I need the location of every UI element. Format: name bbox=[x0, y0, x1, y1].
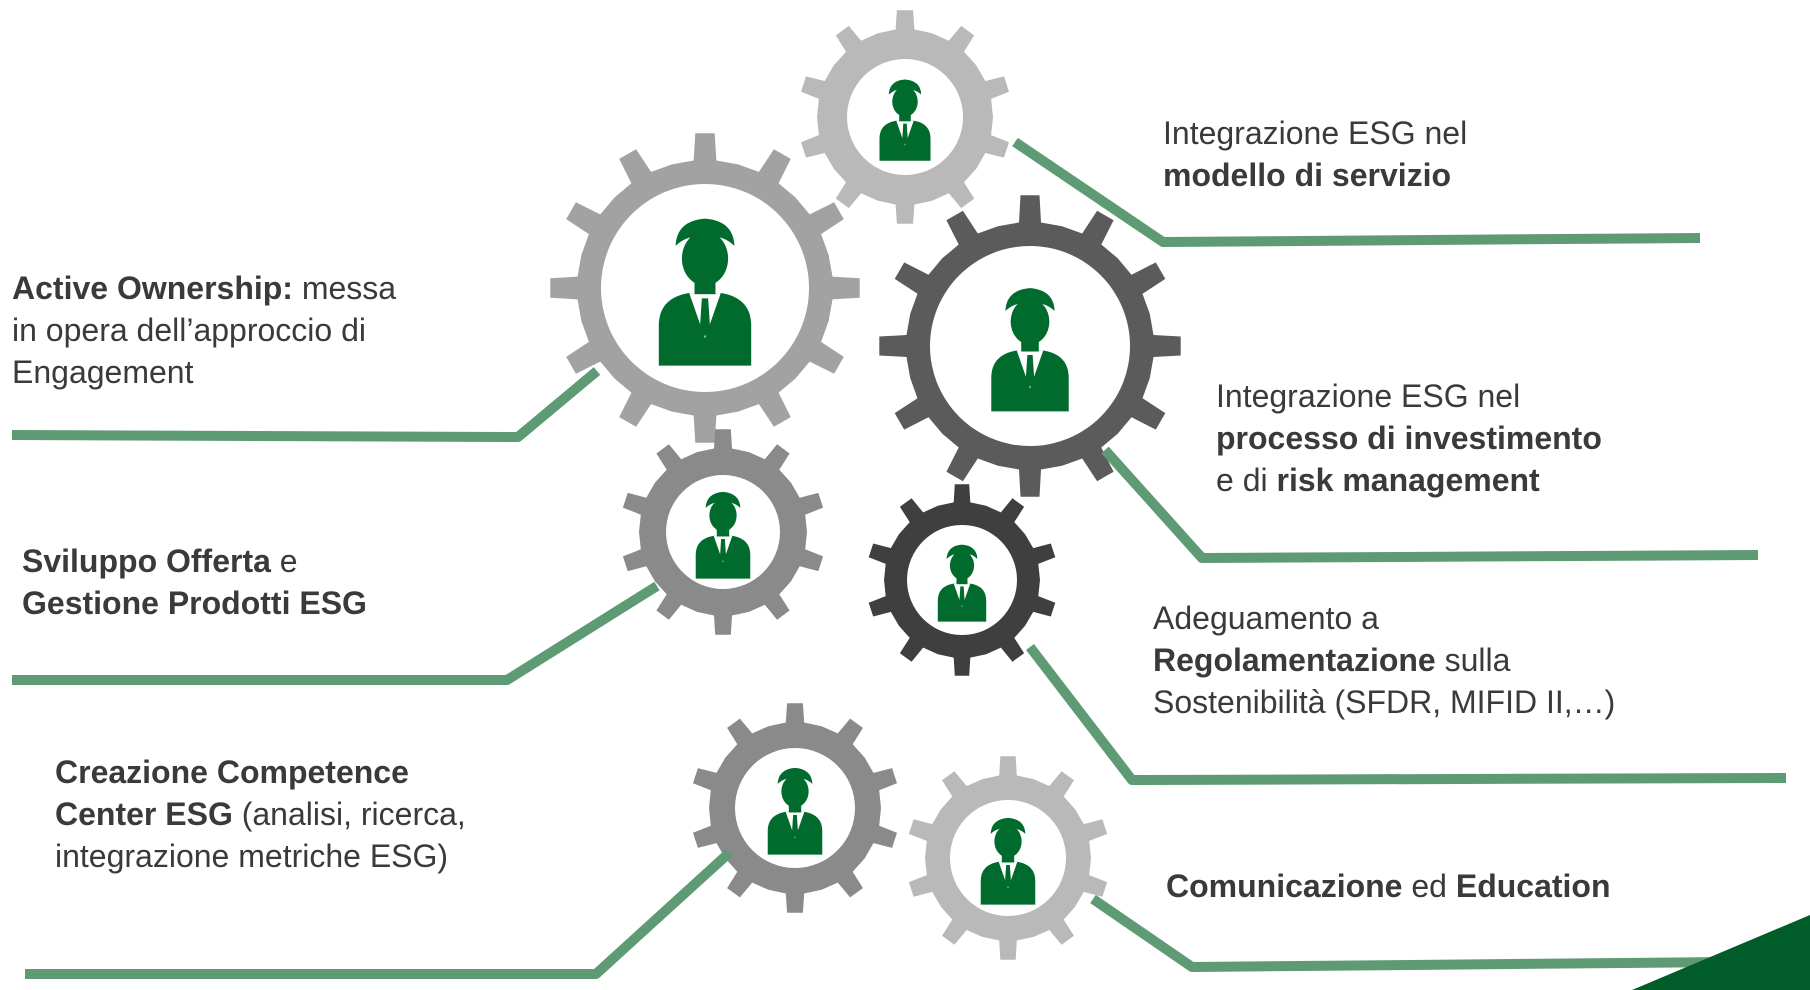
connector-comunicazione bbox=[1090, 894, 1727, 972]
connector-modello bbox=[1012, 137, 1701, 247]
label-processo-di-investimento: Integrazione ESG nel processo di investi… bbox=[1216, 378, 1602, 498]
label-active-ownership: Active Ownership: messa in opera dell’ap… bbox=[12, 270, 397, 390]
label-sviluppo-offerta: Sviluppo Offerta e Gestione Prodotti ESG bbox=[22, 543, 367, 621]
gear-top-icon bbox=[801, 10, 1009, 224]
connector-competence bbox=[25, 849, 733, 979]
label-regolamentazione: Adeguamento a Regolamentazione sulla Sos… bbox=[1153, 600, 1616, 720]
gear-large-right-icon bbox=[879, 195, 1181, 497]
gear-mid-right-icon bbox=[868, 484, 1056, 676]
connector-active bbox=[11, 367, 601, 442]
gear-large-left-icon bbox=[550, 133, 860, 443]
gear-bottom-right-icon bbox=[908, 756, 1108, 960]
connector-regolamentazione bbox=[1026, 643, 1787, 785]
gear-bottom-left-icon bbox=[693, 703, 897, 913]
label-comunicazione-education: Comunicazione ed Education bbox=[1166, 868, 1611, 904]
label-competence-center: Creazione Competence Center ESG (analisi… bbox=[55, 754, 466, 874]
gear-mid-left-icon bbox=[622, 429, 824, 635]
corner-accent bbox=[1632, 915, 1810, 990]
connector-sviluppo bbox=[12, 581, 660, 685]
label-modello-di-servizio: Integrazione ESG nel modello di servizio bbox=[1163, 115, 1468, 193]
connector-processo bbox=[1101, 446, 1759, 563]
